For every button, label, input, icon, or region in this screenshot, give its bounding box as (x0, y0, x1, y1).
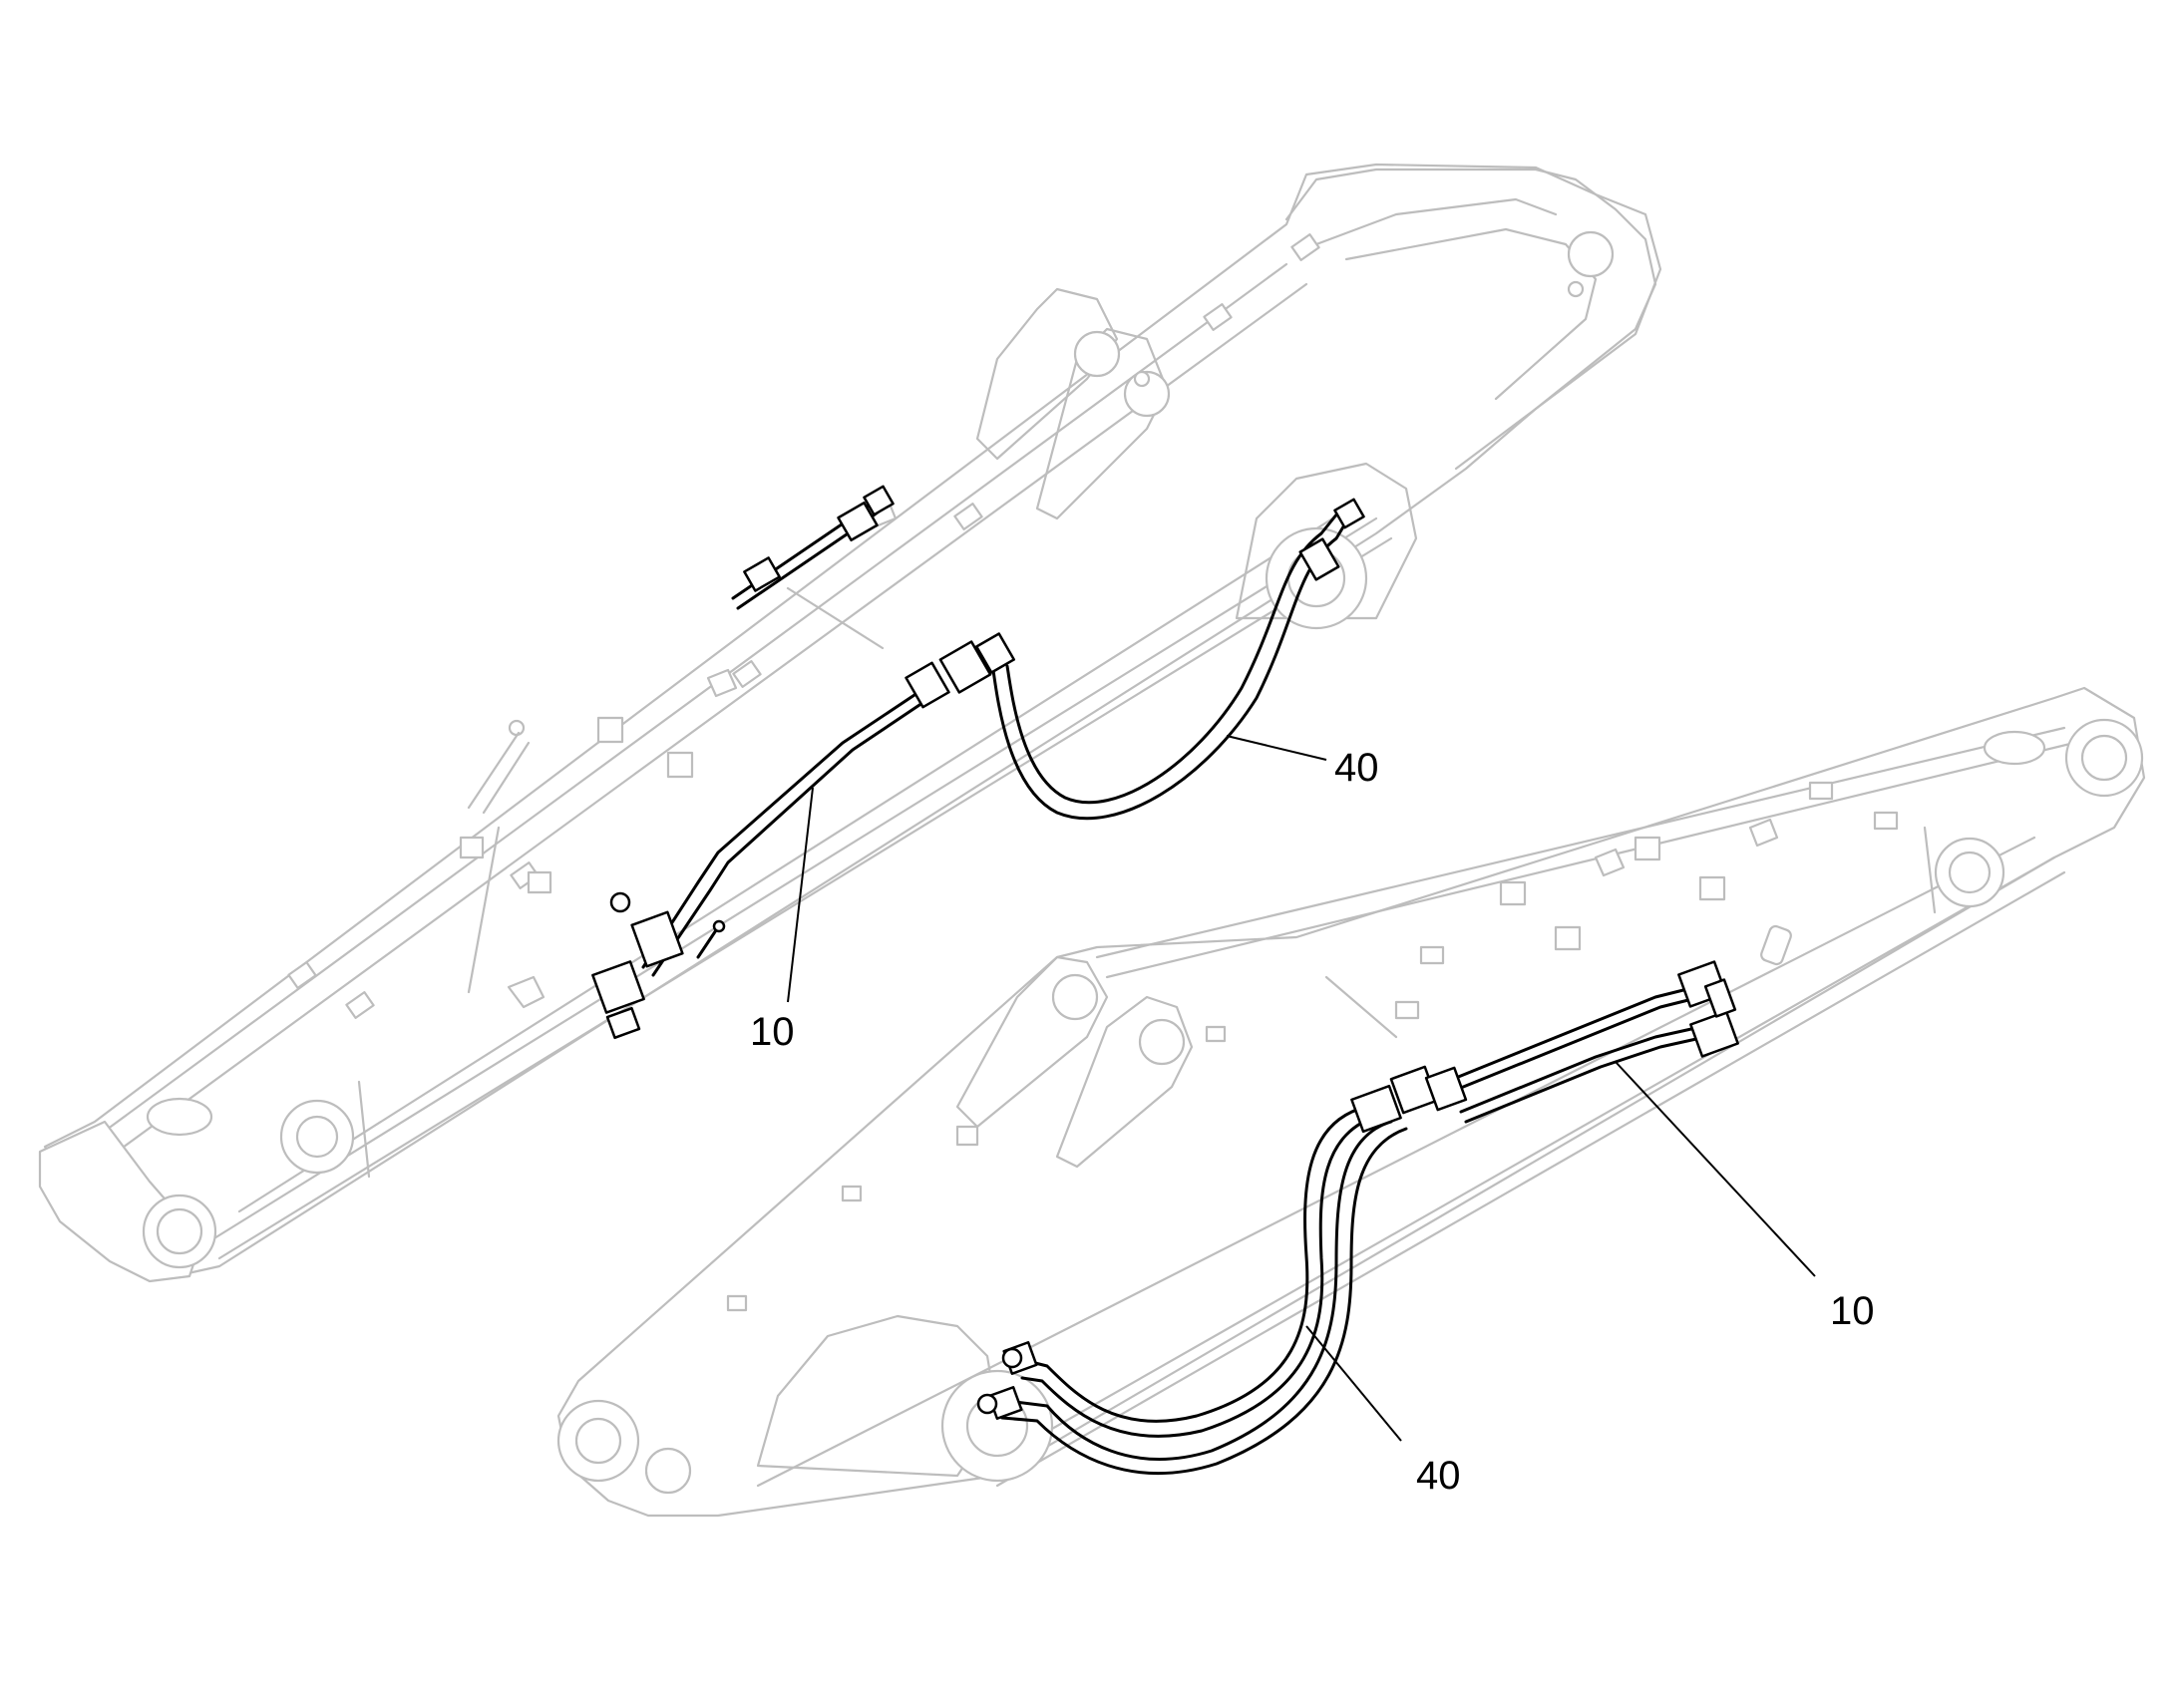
upper-boom-structure (38, 163, 1662, 1283)
leader-lower-pipe (1615, 1061, 1816, 1277)
leader-upper-pipe (787, 787, 814, 1003)
leader-lower-hose (1305, 1325, 1402, 1442)
callout-upper-pipe: 10 (750, 1010, 795, 1054)
upper-hose-assembly (591, 485, 1365, 1040)
callout-lower-pipe: 10 (1830, 1289, 1875, 1333)
lower-hose-assembly (976, 960, 1739, 1476)
callout-lower-hose: 40 (1416, 1454, 1461, 1498)
callout-upper-hose: 40 (1334, 746, 1379, 790)
leader-lines (787, 735, 1816, 1442)
leader-upper-hose (1226, 735, 1327, 761)
